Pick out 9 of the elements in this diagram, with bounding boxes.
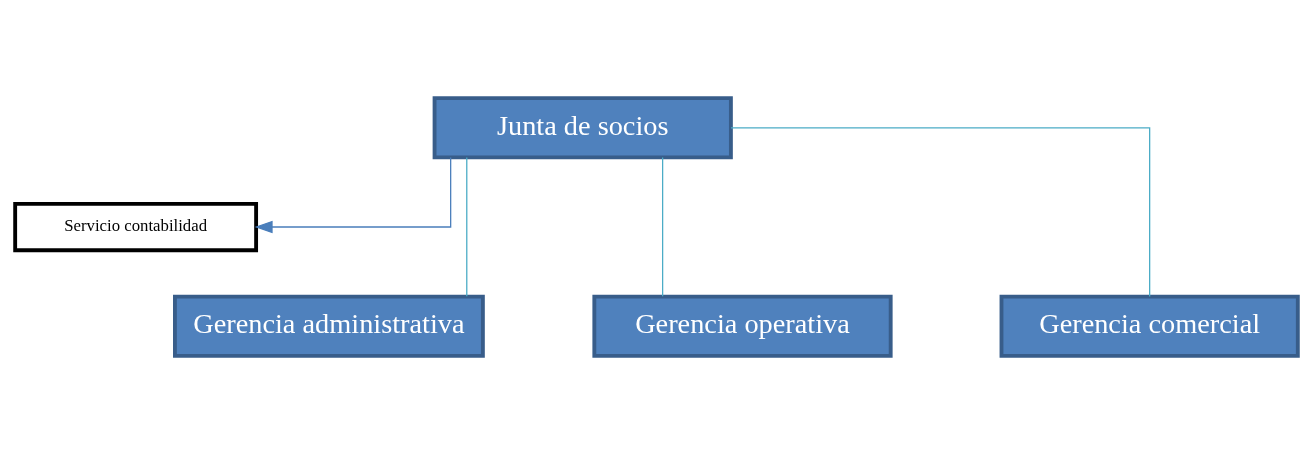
node-box: Gerencia comercial <box>999 294 1300 358</box>
node-box: Gerencia administrativa <box>173 294 485 358</box>
arrow <box>254 156 452 233</box>
node-box: Gerencia operativa <box>592 294 893 358</box>
connector <box>466 156 468 297</box>
node-box: Servicio contabilidad <box>13 201 259 252</box>
connector <box>730 126 1151 297</box>
connector <box>661 156 664 297</box>
node-box: Junta de socios <box>432 95 733 159</box>
